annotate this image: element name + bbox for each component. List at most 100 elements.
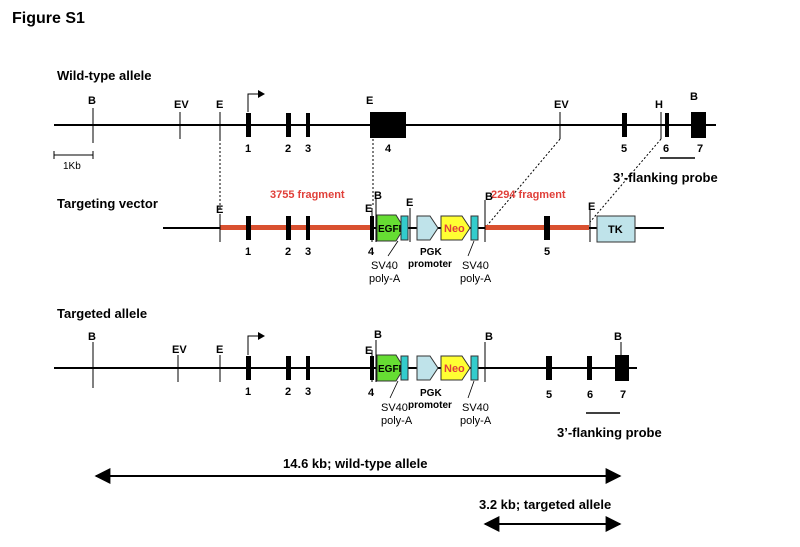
tgt-exon	[587, 356, 592, 380]
transcription-start-arrow	[247, 335, 260, 355]
wt-exon-number: 2	[285, 143, 291, 155]
sv40-pointer	[467, 380, 475, 399]
tgt-site-label: E	[216, 344, 223, 356]
tgt-exon	[306, 356, 310, 380]
vec-exon-number: 5	[544, 246, 550, 258]
vec-exon-number: 3	[305, 246, 311, 258]
fragment-right-label: 2294 fragment	[491, 189, 566, 201]
wt-exon-number: 5	[621, 143, 627, 155]
scale-bar-label: 1Kb	[63, 161, 81, 172]
vec-exon	[544, 216, 550, 240]
egfp-cassette	[376, 354, 405, 382]
tgt-exon-number: 2	[285, 386, 291, 398]
transcription-start-arrow	[247, 93, 260, 112]
targeted-allele: Targeted allele B EV E E B B B 1 2 3 4 5…	[54, 306, 662, 440]
sv40-label-2: poly-A	[369, 273, 401, 285]
sv40-pointer	[467, 240, 475, 257]
sv40-label-2: poly-A	[381, 415, 413, 427]
tgt-site-label: B	[374, 329, 382, 341]
wt-site-label: H	[655, 99, 663, 111]
wildtype-allele: Wild-type allele B EV E E EV H B 1 2 3 4…	[53, 68, 718, 185]
tgt-site-label: E	[365, 345, 372, 357]
wt-exon	[691, 112, 706, 138]
wt-site-label: B	[88, 95, 96, 107]
pgk-label-1: PGK	[420, 247, 442, 258]
targeted-title: Targeted allele	[57, 306, 147, 321]
tgt-exon	[615, 355, 629, 381]
wt-exon	[246, 113, 251, 137]
pgk-label-2: promoter	[408, 259, 452, 270]
neo-label: Neo	[444, 363, 465, 375]
wt-exon-number: 4	[385, 143, 392, 155]
tgt-site-label: EV	[172, 344, 187, 356]
vec-site-label: E	[406, 197, 413, 209]
neo-cassette	[440, 215, 471, 241]
fragment-right-bar	[485, 225, 589, 230]
sv40-label-1: SV40	[381, 402, 408, 414]
egfp-label: EGFP	[378, 364, 406, 375]
vec-site-label: E	[216, 204, 223, 216]
egfp-cassette	[376, 214, 405, 242]
sv40-label-2: poly-A	[460, 415, 492, 427]
targeted-size-label: 3.2 kb; targeted allele	[479, 497, 611, 512]
wt-exon	[370, 112, 406, 138]
neo-label: Neo	[444, 223, 465, 235]
wt-exon-number: 1	[245, 143, 251, 155]
tgt-exon	[370, 356, 374, 380]
wildtype-title: Wild-type allele	[57, 68, 152, 83]
neo-cassette	[440, 355, 471, 381]
vec-exon-number: 4	[368, 246, 375, 258]
wt-exon-number: 6	[663, 143, 669, 155]
sv40-pointer	[389, 380, 399, 399]
wt-exon	[622, 113, 627, 137]
wt-exon-number: 7	[697, 143, 703, 155]
vec-site-label: E	[588, 201, 595, 213]
sv40-polya-box	[470, 215, 479, 241]
transcription-start-arrowhead	[258, 90, 265, 98]
wt-site-label: EV	[174, 99, 189, 111]
tgt-exon-number: 4	[368, 387, 375, 399]
pgk-promoter-box	[416, 355, 439, 381]
tgt-exon-number: 3	[305, 386, 311, 398]
sv40-label-1: SV40	[371, 260, 398, 272]
size-arrows: 14.6 kb; wild-type allele 3.2 kb; target…	[94, 456, 622, 532]
wt-exon-number: 3	[305, 143, 311, 155]
tgt-probe-label: 3’-flanking probe	[557, 425, 662, 440]
targeting-vector: Targeting vector 3755 fragment 2294 frag…	[57, 189, 664, 285]
wt-site-label: B	[690, 91, 698, 103]
wt-site-label: E	[216, 99, 223, 111]
vec-exon	[370, 216, 374, 240]
sv40-polya-box	[470, 355, 479, 381]
wt-exon	[306, 113, 310, 137]
pgk-promoter-box	[416, 215, 439, 241]
vec-exon	[286, 216, 291, 240]
tgt-exon	[286, 356, 291, 380]
wt-exon	[665, 113, 669, 137]
tk-label: TK	[608, 224, 623, 236]
tgt-site-label: B	[614, 331, 622, 343]
tgt-site-label: B	[485, 331, 493, 343]
tgt-exon-number: 1	[245, 386, 251, 398]
wt-probe-label: 3’-flanking probe	[613, 170, 718, 185]
sv40-label-1: SV40	[462, 402, 489, 414]
vec-site-label: E	[365, 203, 372, 215]
vec-exon	[306, 216, 310, 240]
figure-title: Figure S1	[12, 10, 85, 27]
sv40-pointer	[387, 240, 399, 257]
tgt-exon	[246, 356, 251, 380]
sv40-label-1: SV40	[462, 260, 489, 272]
vec-site-label: B	[485, 191, 493, 203]
fragment-left-bar	[220, 225, 372, 230]
tgt-exon-number: 5	[546, 389, 552, 401]
fragment-left-label: 3755 fragment	[270, 189, 345, 201]
wt-site-label: EV	[554, 99, 569, 111]
homology-line	[484, 138, 561, 229]
sv40-label-2: poly-A	[460, 273, 492, 285]
tk-cassette	[596, 215, 636, 243]
vec-exon-number: 2	[285, 246, 291, 258]
tgt-exon	[546, 356, 552, 380]
wildtype-size-label: 14.6 kb; wild-type allele	[283, 456, 428, 471]
tgt-site-label: B	[88, 331, 96, 343]
wt-site-label: E	[366, 95, 373, 107]
tgt-exon-number: 7	[620, 389, 626, 401]
